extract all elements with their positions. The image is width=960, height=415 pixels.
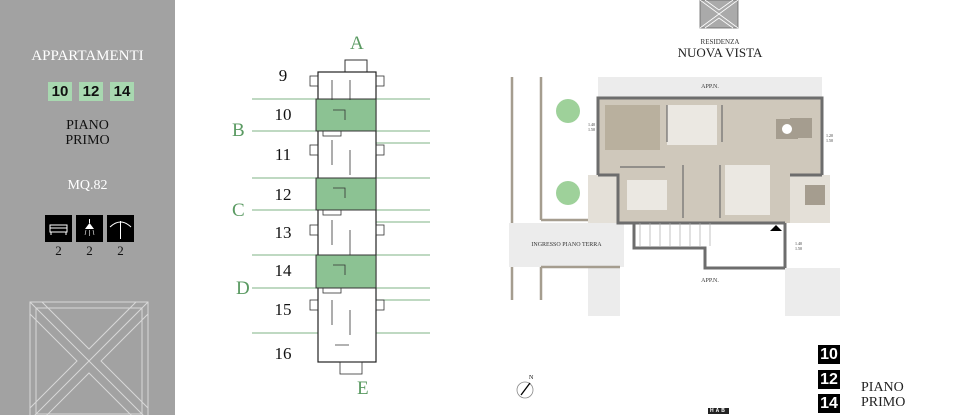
compass-icon [516,381,534,399]
unit-label-13[interactable]: 13 [274,223,292,242]
unit-label-12[interactable]: 12 [274,185,292,204]
neighbor-top-label: APP.N. [701,84,719,90]
entrance-arrow-icon [770,225,782,231]
umbrella-count: 2 [117,243,124,258]
unit-label-10[interactable]: 10 [274,105,292,124]
apartment-badge-12[interactable]: 12 [79,82,103,101]
stair-block [344,59,368,73]
residence-title: NUOVA VISTA [677,45,763,60]
window-right-dim-1: 1.20 [826,133,833,138]
window-left-dim-2: 1.50 [588,127,595,132]
unit-14-highlight [315,254,377,289]
legend-apartment-12[interactable]: 12 [818,370,840,389]
logo-watermark [29,301,149,415]
entrance-label: INGRESSO PIANO TERRA [531,242,602,248]
brand-logo: HAB [708,408,729,414]
apartments-title: APPARTAMENTI [31,48,144,64]
neighbor-bottom-label: APP.N. [701,278,719,284]
legend-floor-1: PIANO [861,380,904,395]
apartment-badge-10[interactable]: 10 [48,82,72,101]
section-label-d: D [236,278,250,299]
section-label-b: B [232,120,245,141]
logo-icon [699,0,739,29]
apartment-badge-14[interactable]: 14 [110,82,134,101]
unit-label-15[interactable]: 15 [274,300,292,319]
legend-apartment-10[interactable]: 10 [818,345,840,364]
window-bottom-dim-2: 1.50 [795,246,802,251]
unit-label-11[interactable]: 11 [274,145,292,164]
entrance-block [509,223,624,267]
floor-label-1: PIANO [66,118,109,133]
unit-10-highlight [315,98,377,132]
legend-floor-2: PRIMO [861,395,906,410]
section-label-a: A [350,33,364,54]
bed-count: 2 [55,243,62,258]
info-sidebar: APPARTAMENTI 10 12 14 PIANO PRIMO MQ.82 … [0,0,175,415]
neighbor-top-block [598,77,822,98]
unit-label-14[interactable]: 14 [274,261,292,280]
shower-count: 2 [86,243,93,258]
unit-12-highlight [315,177,377,211]
bed-icon [45,215,72,242]
shower-icon [76,215,103,242]
section-label-e: E [357,378,369,399]
window-bottom-dim-1: 1.40 [795,241,802,246]
section-label-c: C [232,200,245,221]
unit-label-16[interactable]: 16 [274,344,292,363]
window-right-dim-2: 1.50 [826,138,833,143]
tree-icon [556,99,580,123]
legend-apartment-14[interactable]: 14 [818,394,840,413]
window-left-dim-1: 1.40 [588,122,595,127]
floor-label-2: PRIMO [65,133,110,148]
compass-north-label: N [529,375,534,381]
residence-subtitle: RESIDENZA [700,38,740,46]
umbrella-icon [107,215,134,242]
tree-icon [556,181,580,205]
area-label: MQ.82 [67,178,108,193]
unit-label-9[interactable]: 9 [278,66,288,85]
